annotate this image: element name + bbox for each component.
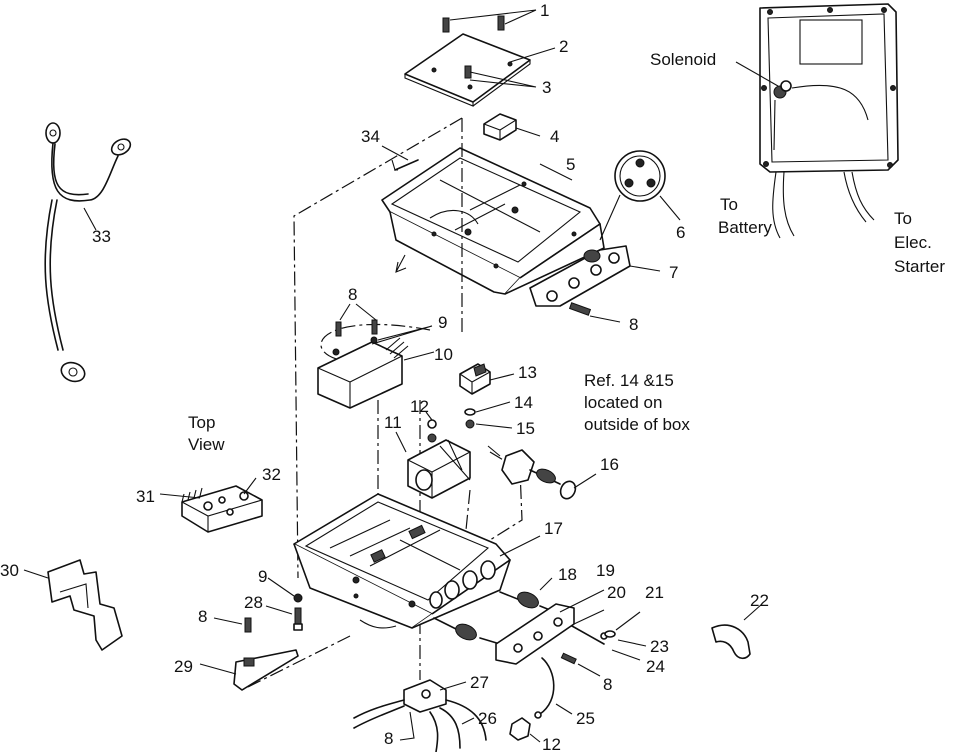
top-view-line2: View [188,435,225,454]
to-starter-line1: To [894,209,912,228]
label-22: 22 [750,591,769,610]
part-18-24-plate [433,577,647,665]
leader-dash-3 [320,323,431,361]
part-26-27-grommet [353,679,487,752]
label-31: 31 [136,487,155,506]
part-8-screw-top [568,302,621,323]
label-26: 26 [478,709,497,728]
part-28-29-bolts [199,577,303,691]
label-19: 19 [596,561,615,580]
label-28: 28 [244,593,263,612]
part-6-gauge [599,150,681,241]
label-32: 32 [262,465,281,484]
label-12-top: 12 [410,397,429,416]
label-2: 2 [559,37,568,56]
part-13-switch [459,363,515,395]
to-starter-line2: Elec. [894,233,932,252]
label-15: 15 [516,419,535,438]
label-11: 11 [384,413,402,432]
label-33: 33 [92,227,111,246]
label-8-left: 8 [198,607,207,626]
label-30: 30 [0,561,19,580]
inset-solenoid-view [735,3,899,239]
ref-note-line3: outside of box [584,415,690,434]
part-14-15-washers [464,401,513,429]
leader-dash-1 [293,117,463,579]
to-battery-line1: To [720,195,738,214]
label-3: 3 [542,78,551,97]
leader-dash-5 [465,451,523,541]
part-25-wire [534,657,573,719]
label-27: 27 [470,673,489,692]
part-8-screw-bottom [560,652,601,677]
part-17-lower-box [293,493,541,629]
callout-numbers: 1 2 3 4 5 6 7 8 8 9 10 11 12 13 14 15 16… [0,1,769,752]
ref-note-line2: located on [584,393,662,412]
label-6: 6 [676,223,685,242]
label-8-right: 8 [603,675,612,694]
top-view-line1: Top [188,413,215,432]
part-10-relay [317,303,435,409]
label-5: 5 [566,155,575,174]
label-23: 23 [650,637,669,656]
label-25: 25 [576,709,595,728]
part-33-cable [44,122,132,383]
part-31-32-board [159,477,263,533]
to-battery-line2: Battery [718,218,772,237]
label-18: 18 [558,565,577,584]
ref-note-line1: Ref. 14 &15 [584,371,674,390]
part-5-cover-box [381,145,605,295]
label-9-bottom: 9 [258,567,267,586]
label-8-top: 8 [629,315,638,334]
label-10: 10 [434,345,453,364]
to-starter-line3: Starter [894,257,945,276]
label-24: 24 [646,657,665,676]
label-7: 7 [669,263,678,282]
label-8-relay: 8 [348,285,357,304]
part-2-plate [404,9,556,107]
label-16: 16 [600,455,619,474]
part-22-boot [711,603,763,660]
label-8-bottom: 8 [384,729,393,748]
solenoid-label: Solenoid [650,50,716,69]
label-1: 1 [540,1,549,20]
label-14: 14 [514,393,533,412]
label-20: 20 [607,583,626,602]
label-13: 13 [518,363,537,382]
label-4: 4 [550,127,559,146]
notes: Solenoid To Battery To Elec. Starter Ref… [188,50,945,454]
label-17: 17 [544,519,563,538]
part-16-connector [487,445,597,500]
part-11-bracket [395,411,471,499]
label-12-bottom: 12 [542,735,561,752]
part-30-bracket [23,559,123,651]
part-7-bracket [529,245,661,307]
part-12-cap [509,717,541,743]
label-9-relay: 9 [438,313,447,332]
part-4-block [483,113,541,141]
label-29: 29 [174,657,193,676]
label-21: 21 [645,583,664,602]
label-34: 34 [361,127,380,146]
